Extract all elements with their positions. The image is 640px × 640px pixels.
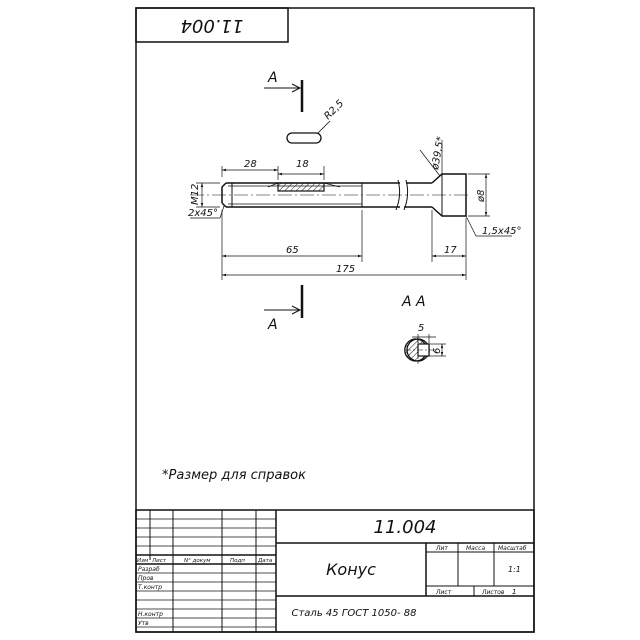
slot-radius-label: R2,5 [322,98,346,122]
code-stamp-top: 11.004 [181,15,244,36]
header-scale-value: 1:1 [508,565,521,574]
section-view [404,334,446,364]
dim-65: 65 [286,245,299,256]
slot-view [286,120,331,144]
title-part-name: Конус [326,560,376,579]
role-razrab: Разраб [138,566,160,573]
section-label-top: А [267,70,278,86]
section-view-title: А А [401,294,426,310]
col-date: Дата [257,558,273,564]
role-prov: Пров [138,575,154,582]
dim-175: 175 [336,264,355,275]
header-lit: Лит [435,545,448,552]
dim-18: 18 [296,159,309,170]
dim-28: 28 [244,159,257,170]
role-utv: Утв [138,620,149,627]
reference-note: *Размер для справок [162,468,306,483]
header-sheets: Листов [481,589,505,596]
dim-17: 17 [444,245,457,256]
section-mark-top [264,80,304,112]
dim-section-depth: 6 [432,348,443,354]
header-mass: Масса [466,545,485,552]
header-scale: Масштаб [498,545,527,552]
section-mark-bottom [264,285,304,318]
dim-cone-diameter: ø39,5* [430,136,447,172]
header-sheet: Лист [435,589,452,596]
section-label-bottom: А [267,317,278,333]
col-list: Лист [151,558,167,564]
dim-thread: M12 [190,184,201,205]
col-sign: Подп [230,558,245,564]
shaft-outline [190,173,470,217]
title-designation: 11.004 [374,517,437,538]
title-material: Сталь 45 ГОСТ 1050- 88 [292,608,417,619]
header-sheets-value: 1 [512,588,516,596]
role-tkontr: Т.контр [138,584,162,591]
role-nkontr: Н.контр [138,611,163,618]
dim-chamfer-left: 2x45° [188,208,218,219]
col-izm: Изм [137,558,148,564]
col-doc: N° докум [184,558,211,564]
code-stamp-box [135,7,289,43]
dimension-lines [190,140,512,280]
dim-diameter-right: ø8 [476,190,487,203]
title-block [135,509,535,633]
dim-chamfer-right: 1,5x45° [482,226,522,237]
dim-section-width: 5 [418,323,424,334]
